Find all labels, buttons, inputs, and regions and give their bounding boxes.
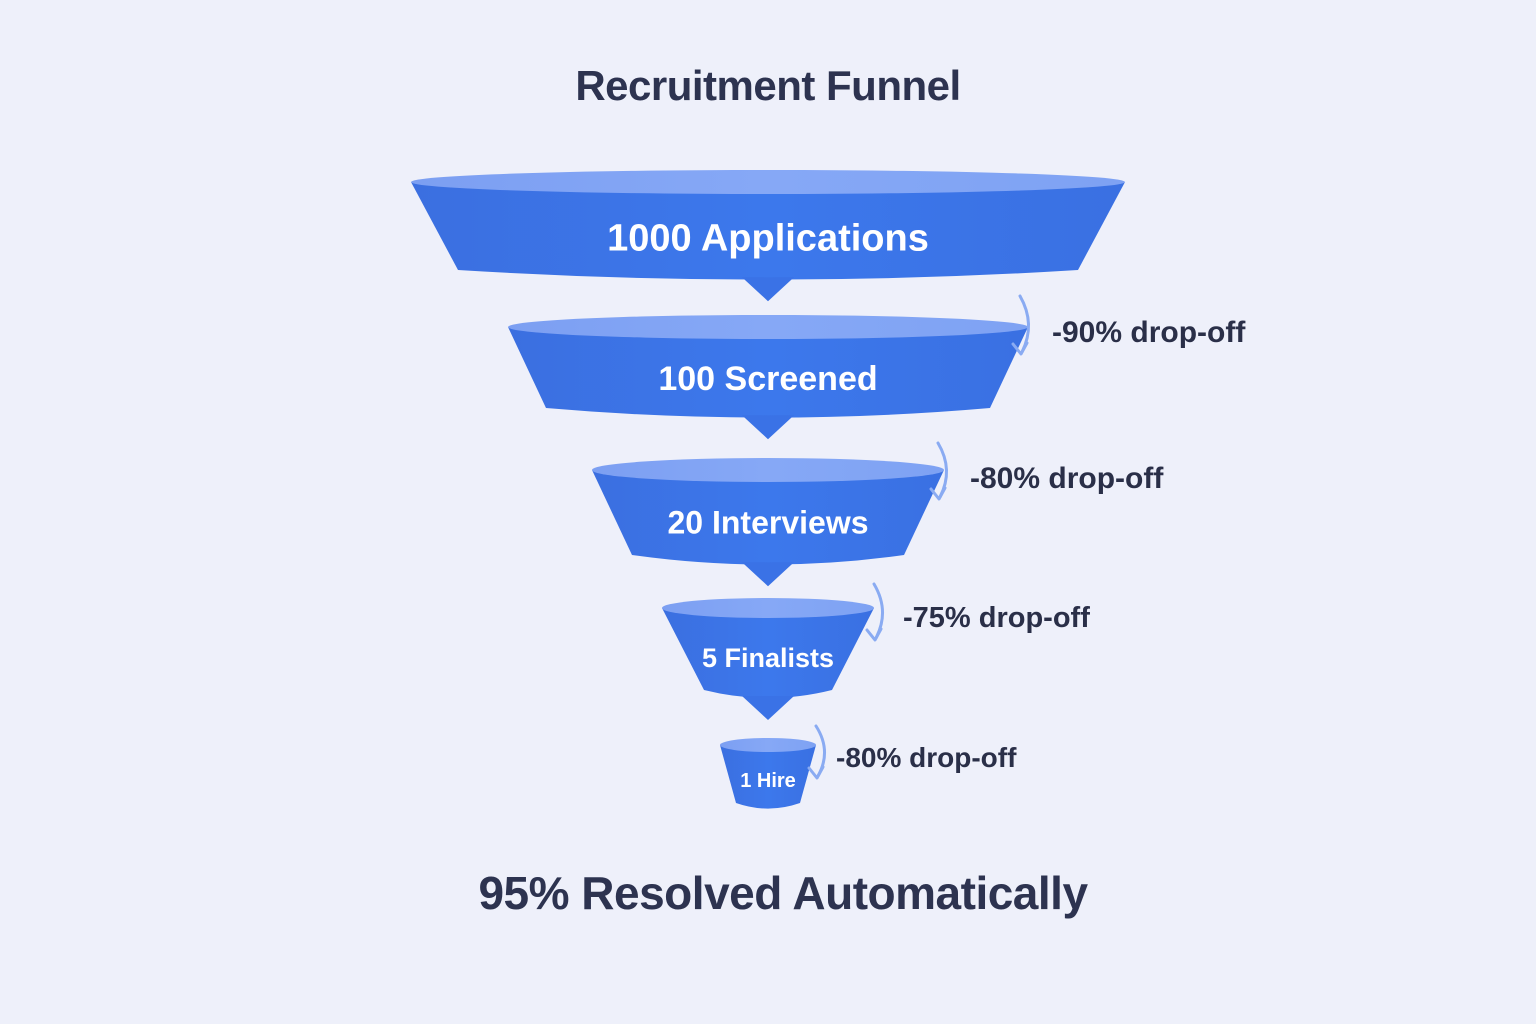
funnel-stage-top [592,458,944,482]
dropoff-annotation: -75% drop-off [865,582,1090,642]
funnel-stage-body [508,327,1028,418]
funnel-stage-top [411,170,1125,194]
chart-title: Recruitment Funnel [575,62,961,109]
dropoff-label: -80% drop-off [836,742,1017,773]
dropoff-label: -90% drop-off [1052,316,1246,349]
funnel-stage-label: 1000 Applications [607,218,929,260]
funnel-stage-label: 1 Hire [740,770,796,792]
funnel-stage-interviews: 20 Interviews [592,458,944,587]
funnel-stage-body [411,182,1125,280]
arrowhead-icon [929,486,947,501]
dropoff-label: -75% drop-off [903,602,1090,634]
arrowhead-icon [1011,341,1029,356]
funnel-stage-body [720,745,816,809]
funnel-stage-body [592,470,944,565]
dropoff-annotation: -80% drop-off [807,724,1017,780]
funnel-connector-arrow [742,696,794,720]
funnel-connector-arrow [742,277,794,302]
funnel-stage-top [508,315,1028,339]
funnel-stage-finalists: 5 Finalists [662,598,874,720]
dropoff-annotation: -80% drop-off [929,441,1164,501]
dropoff-label: -80% drop-off [970,462,1164,495]
funnel-stage-label: 100 Screened [658,360,877,398]
funnel-stage-screened: 100 Screened [508,315,1028,440]
arrowhead-icon [807,765,825,780]
funnel-stage-top [720,738,816,752]
funnel-stage-applications: 1000 Applications [411,170,1125,302]
funnel-stage-body [662,608,874,698]
funnel-stage-label: 20 Interviews [668,505,869,541]
arrowhead-icon [865,627,883,642]
funnel-stage-hire: 1 Hire [720,738,816,809]
summary-text: 95% Resolved Automatically [478,867,1088,919]
funnel-stage-label: 5 Finalists [702,643,834,673]
dropoff-annotation: -90% drop-off [1011,294,1246,356]
funnel-stage-top [662,598,874,618]
funnel-connector-arrow [742,415,794,440]
funnel-connector-arrow [742,562,794,587]
